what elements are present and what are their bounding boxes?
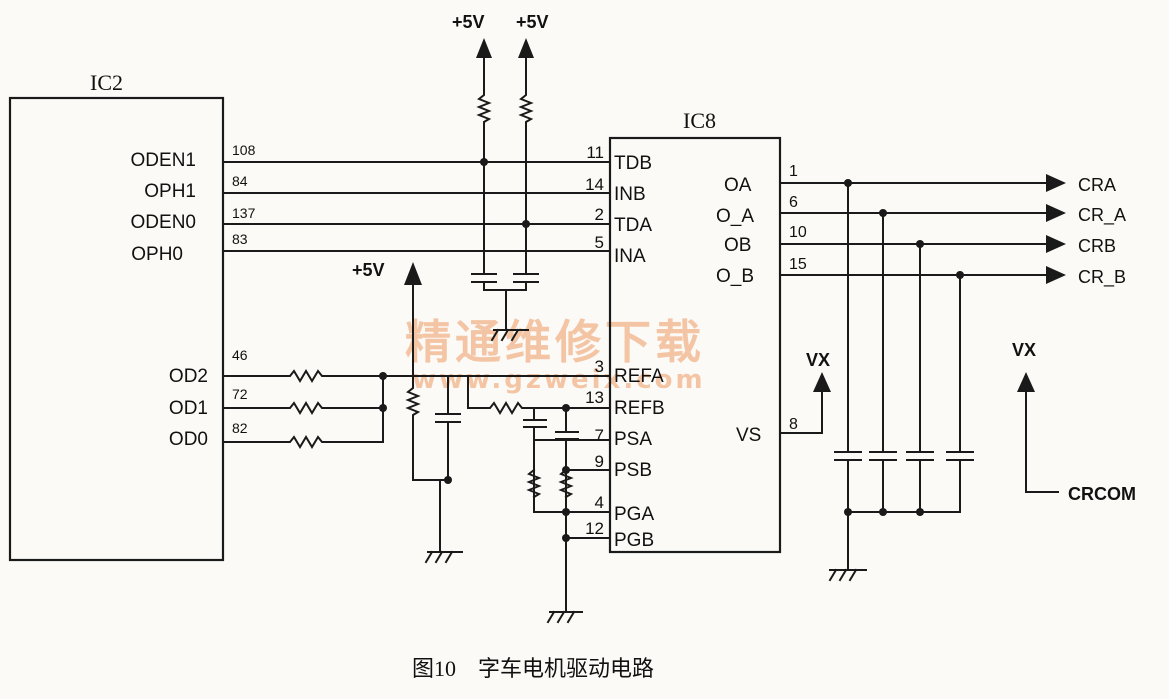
ic8-pin-pgb: PGB	[614, 530, 654, 551]
ic8-label: IC8	[683, 108, 716, 133]
ic2-pin-oph0: OPH0	[131, 244, 183, 265]
ic8-num-2: 2	[595, 205, 604, 224]
ic8-num-6: 6	[789, 194, 798, 211]
ic8-num-10: 10	[789, 224, 807, 241]
plus5v-label-3: +5V	[352, 260, 385, 280]
plus5v-label-1: +5V	[452, 12, 485, 32]
figure-caption: 图10 字车电机驱动电路	[412, 656, 654, 681]
ic8-num-12: 12	[585, 519, 604, 538]
ic8-pin-psb: PSB	[614, 460, 652, 481]
ic8-num-5: 5	[595, 233, 604, 252]
signal-wires	[222, 161, 611, 252]
ic8-pin-inb: INB	[614, 184, 646, 205]
ic2-pin-oden1: ODEN1	[131, 150, 196, 171]
ic8-pin-tdb: TDB	[614, 153, 652, 174]
ic8-num-11: 11	[586, 143, 604, 162]
crcom-label: CRCOM	[1068, 484, 1136, 504]
ic2-pin-od1: OD1	[169, 398, 208, 419]
ic8-pin-oa: OA	[724, 175, 752, 196]
ic2-label: IC2	[90, 70, 123, 95]
reference-network	[222, 262, 611, 624]
ic2-num-84: 84	[232, 173, 248, 189]
ic2-num-46: 46	[232, 347, 248, 363]
ic2-body	[8, 96, 225, 562]
ic8-pin-refa: REFA	[614, 366, 664, 387]
ic8-pin-vs: VS	[736, 425, 761, 446]
watermark-url: www.gzweix.com	[412, 365, 706, 395]
ic8-num-3: 3	[595, 357, 604, 376]
ic8-pin-ob: OB	[724, 235, 751, 256]
output-cr-b: CR_B	[1078, 267, 1126, 288]
vx-label-1: VX	[806, 350, 830, 370]
ic2-pin-od0: OD0	[169, 429, 208, 450]
crcom-connection	[1017, 372, 1059, 493]
ic8-body	[608, 136, 782, 554]
ic8-num-13: 13	[585, 388, 604, 407]
output-cr-a: CR_A	[1078, 205, 1126, 226]
ic8-num-1: 1	[789, 163, 798, 180]
ic2-num-72: 72	[232, 386, 248, 402]
watermark-cn: 精通维修下载	[405, 315, 705, 369]
ic8-num-8: 8	[789, 416, 798, 433]
ic2-pin-od2: OD2	[169, 366, 208, 387]
ic2-pin-oden0: ODEN0	[131, 212, 196, 233]
plus5v-label-2: +5V	[516, 12, 549, 32]
ic2-pin-oph1: OPH1	[144, 181, 196, 202]
ic8-pin-o-b: O_B	[716, 266, 754, 287]
ic8-pin-ina: INA	[614, 246, 646, 267]
ic2-num-108: 108	[232, 142, 256, 158]
ic8-num-15: 15	[789, 256, 807, 273]
ic8-num-9: 9	[595, 452, 604, 471]
output-lines	[779, 174, 1066, 582]
ic8-num-14: 14	[585, 175, 604, 194]
vx-label-2: VX	[1012, 340, 1036, 360]
output-crb: CRB	[1078, 236, 1116, 256]
ic8-pin-psa: PSA	[614, 429, 652, 450]
ic2-num-83: 83	[232, 231, 248, 247]
ic8-pin-refb: REFB	[614, 398, 665, 419]
vs-connection	[779, 372, 831, 434]
ic2-num-137: 137	[232, 205, 256, 221]
output-cra: CRA	[1078, 175, 1116, 195]
ic2-num-82: 82	[232, 420, 248, 436]
ic8-pin-tda: TDA	[614, 215, 652, 236]
ic8-num-4: 4	[595, 493, 604, 512]
ic8-pin-pga: PGA	[614, 504, 654, 525]
ic8-num-7: 7	[595, 426, 604, 445]
ic8-pin-o-a: O_A	[716, 206, 754, 227]
pullup-network	[471, 38, 539, 342]
